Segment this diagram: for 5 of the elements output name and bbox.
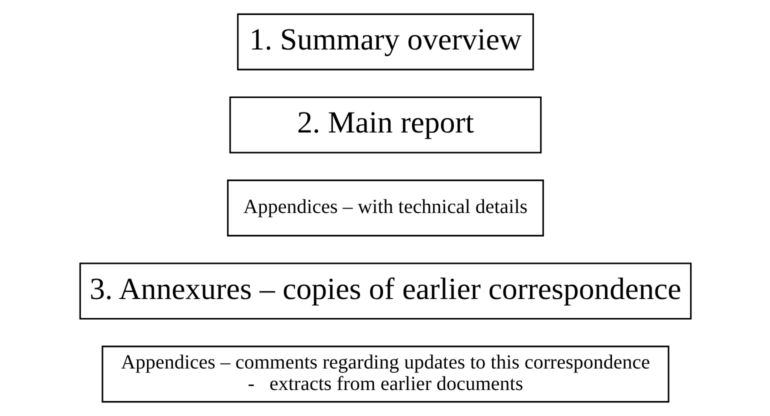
node-box: 2. Main report	[228, 96, 542, 154]
node-box: Appendices – with technical details	[226, 180, 544, 236]
node-box: 1. Summary overview	[236, 13, 534, 70]
node-box: 3. Annexures – copies of earlier correspondence	[78, 262, 692, 320]
node-box: Appendices – comments regarding updates to this correspondence - extracts from earlier documents	[101, 346, 669, 403]
